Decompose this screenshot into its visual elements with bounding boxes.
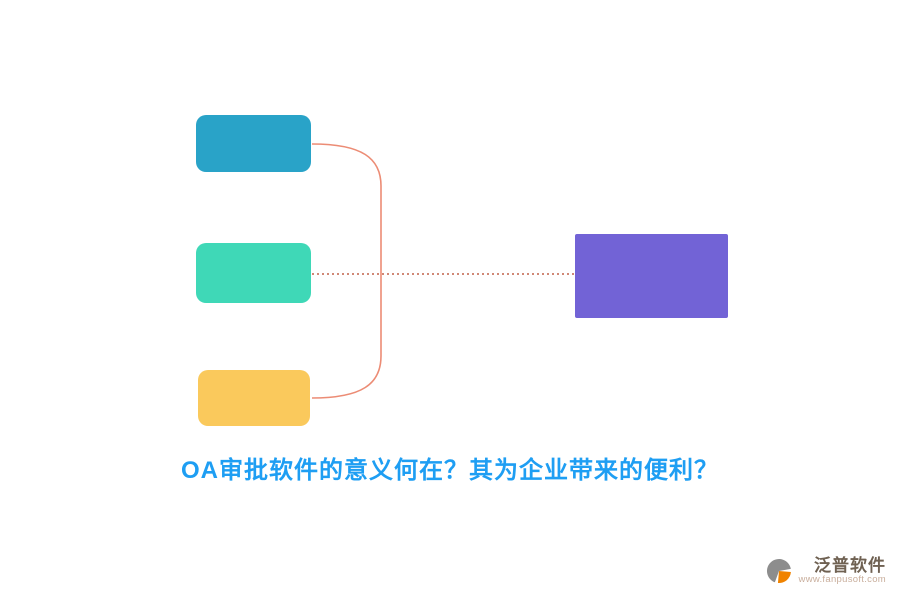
logo-orange-slice: [777, 570, 791, 583]
branch-node-top: [196, 115, 311, 172]
brand-text-block: 泛普软件 www.fanpusoft.com: [799, 556, 886, 586]
brand-name: 泛普软件: [814, 555, 886, 575]
brand-footer: 泛普软件 www.fanpusoft.com: [765, 556, 886, 586]
root-node: [575, 234, 728, 318]
brand-url: www.fanpusoft.com: [798, 574, 886, 586]
fanpu-logo-icon: [766, 558, 791, 583]
branch-node-bottom: [198, 370, 310, 426]
page-title: OA审批软件的意义何在？其为企业带来的便利？: [181, 457, 719, 484]
bracket-curve: [311, 143, 382, 399]
logo-gray-slice: [766, 558, 791, 583]
branch-node-middle: [196, 243, 311, 303]
